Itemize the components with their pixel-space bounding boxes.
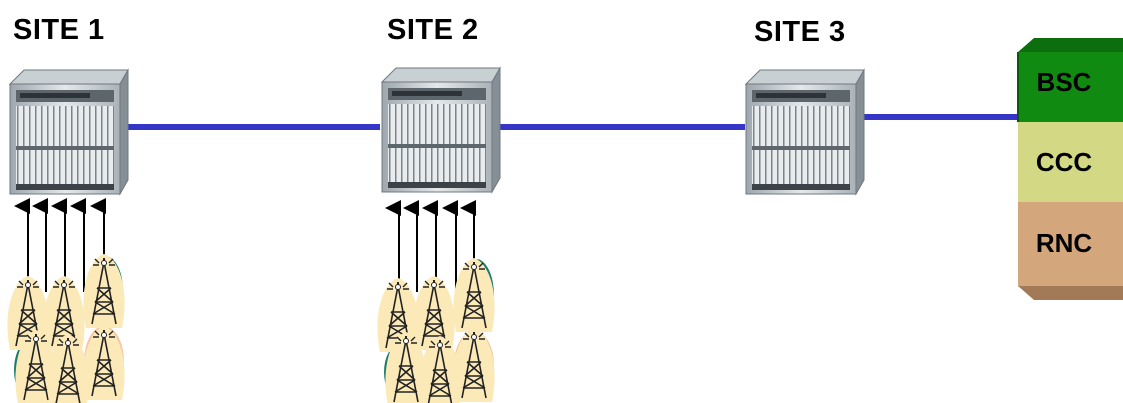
site-1-label: SITE 1 (13, 14, 105, 46)
site-3-label: SITE 3 (754, 16, 846, 48)
bsc-block (1018, 52, 1123, 122)
site-2-rack-icon (381, 67, 501, 193)
site-2-tower-6-icon (452, 327, 496, 403)
bsc-label: BSC (1037, 67, 1092, 97)
site-3-rack-icon (745, 69, 865, 195)
site-1-rack-icon (9, 69, 129, 195)
rnc-block (1018, 200, 1123, 286)
ccc-label: CCC (1036, 147, 1093, 177)
site-2-tower-2-icon (412, 275, 456, 351)
site-2-tower-cluster (376, 257, 496, 403)
ccc-block (1018, 122, 1123, 202)
rnc-label: RNC (1036, 228, 1093, 258)
site-1-tower-3-icon (82, 253, 126, 329)
site-1-tower-cluster (6, 253, 126, 403)
site-2-label: SITE 2 (387, 14, 479, 46)
controller-stack: RNC CCC BSC (1017, 38, 1123, 300)
